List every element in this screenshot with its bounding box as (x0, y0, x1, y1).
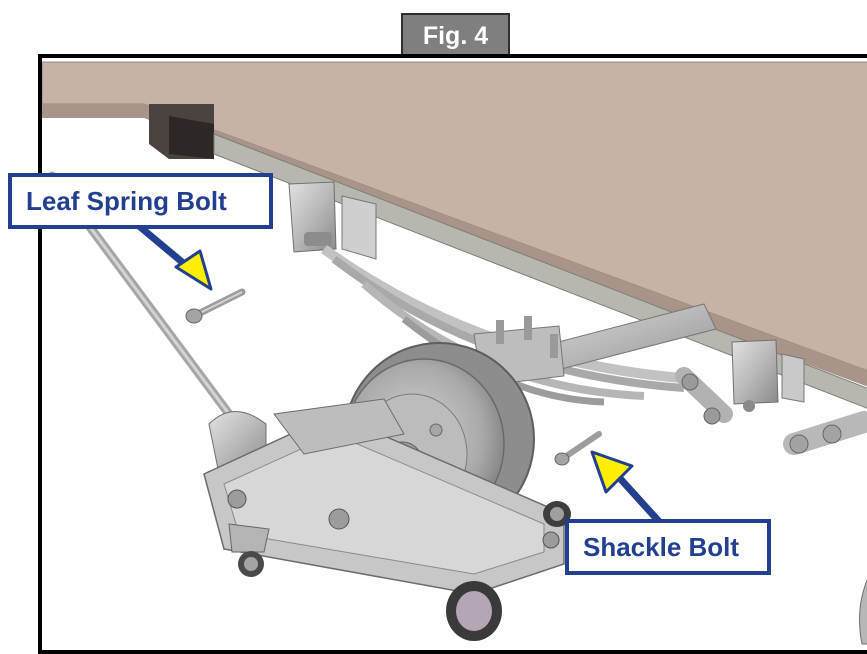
shackle-bolt-callout: Shackle Bolt (565, 519, 771, 575)
leaf-spring-bolt-callout: Leaf Spring Bolt (8, 173, 273, 229)
leaf-spring-bolt-part (186, 292, 242, 323)
shackle-bolt-part (555, 434, 599, 465)
tire-edge (860, 554, 867, 644)
leaf-spring-arrow (139, 226, 211, 289)
shackle-arrow (592, 452, 664, 527)
figure-tab: Fig. 4 (401, 13, 510, 56)
